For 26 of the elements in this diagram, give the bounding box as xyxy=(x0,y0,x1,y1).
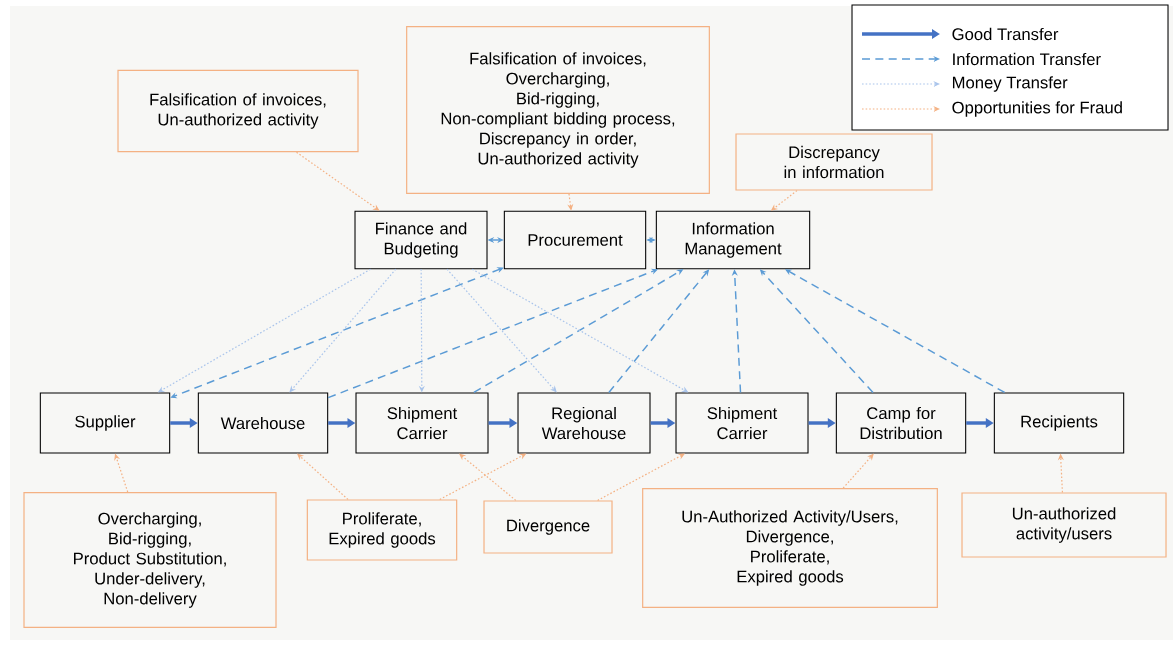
arrow xyxy=(295,151,380,211)
process-box: Information Management xyxy=(655,210,811,270)
fraud-note-box: Discrepancy in information xyxy=(735,133,933,191)
fraud-note-box: Un-Authorized Activity/Users, Divergence, Proliferate, Expired goods xyxy=(642,488,938,608)
arrow xyxy=(459,453,517,501)
process-box: Camp for Distribution xyxy=(835,392,967,454)
fraud-note-box: Proliferate, Expired goods xyxy=(306,499,458,561)
fraud-note-box: Overcharging, Bid-rigging, Product Substitution, Under-delivery, Non-delivery xyxy=(23,492,277,628)
fraud-note-box: Divergence xyxy=(483,500,613,554)
fraud-note-box: Un-authorized activity/users xyxy=(961,492,1167,558)
legend-text: Information Transfer xyxy=(953,52,1101,66)
process-box: Shipment Carrier xyxy=(355,392,489,454)
process-box: Regional Warehouse xyxy=(517,392,651,454)
process-box: Shipment Carrier xyxy=(675,392,809,454)
process-box: Procurement xyxy=(503,210,647,270)
process-box: Finance and Budgeting xyxy=(354,210,488,270)
legend-text: Good Transfer xyxy=(952,27,1059,41)
arrow xyxy=(785,269,1006,394)
process-box: Warehouse xyxy=(197,392,329,454)
fraud-note-box: Falsification of invoices, Overcharging, Bid-rigging, Non-compliant bidding process, Discrepancy in order, Un-authorized activity xyxy=(406,26,710,194)
legend-text: Money Transfer xyxy=(952,76,1068,92)
arrow xyxy=(170,267,504,399)
fraud-note-box: Falsification of invoices, Un-authorized activity xyxy=(117,69,359,153)
process-box: Supplier xyxy=(39,392,171,454)
process-box: Recipients xyxy=(993,392,1125,454)
legend-text: Opportunities for Fraud xyxy=(952,101,1122,117)
